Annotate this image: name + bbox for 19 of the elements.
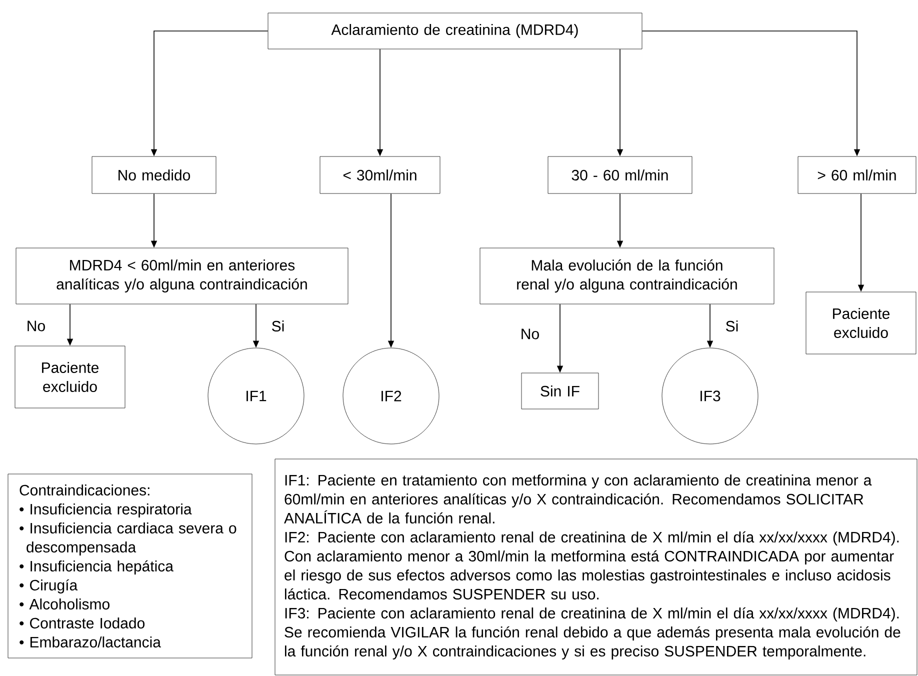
circle-node: IF2 [342, 348, 440, 444]
edge-label: Si [724, 319, 740, 332]
process-box: Sin IF [521, 372, 599, 410]
process-box: MDRD4 < 60ml/min en anteriores analíticas y/o alguna contraindicación [16, 248, 348, 304]
edge-label: No [25, 320, 47, 332]
process-box: No medido [92, 156, 216, 194]
process-box: Mala evolución de la función renal y/o alguna contraindicación [480, 248, 774, 304]
circle-node: IF3 [662, 348, 758, 444]
process-box: Paciente excluido [14, 346, 126, 408]
note-box: Contraindicaciones: • Insuficiencia respiratoria • Insuficiencia cardiaca severa o descompensada • Insuficiencia hepática • Cirugía • Alcoholismo • Contraste Iodado • Embarazo/lactancia [8, 474, 252, 658]
process-box: Aclaramiento de creatinina (MDRD4) [268, 12, 642, 50]
process-box: Paciente excluido [806, 292, 916, 354]
note-box: IF1: Paciente en tratamiento con metformina y con aclaramiento de creatinina menor a 60ml/min en anteriores analíticas y/o X contraindicación. Recomendamos SOLICITAR ANALÍTICA de la función renal. IF2: Paciente con aclaramiento renal de creatinina de X ml/min el día xx/xx/xxxx (MDRD4). Con aclaramiento menor a 30ml/min la metformina está CONTRAINDICADA por aumentar el riesgo de sus efectos adversos como las molestias gastrointestinales e incluso acidosis láctica. Recomendamos SUSPENDER su uso. IF3: Paciente con aclaramiento renal de creatinina de X ml/min el día xx/xx/xxxx (MDRD4). Se recomienda VIGILAR la función renal debido a que además presenta mala evolución de la función renal y/o X contraindicaciones y si es preciso SUSPENDER temporalmente. [274, 458, 918, 676]
circle-node: IF1 [208, 348, 304, 444]
process-box: < 30ml/min [320, 156, 440, 194]
process-box: > 60 ml/min [798, 156, 916, 194]
edge-label: Si [270, 319, 286, 332]
process-box: 30 - 60 ml/min [548, 156, 692, 194]
edge-label: No [519, 328, 541, 340]
